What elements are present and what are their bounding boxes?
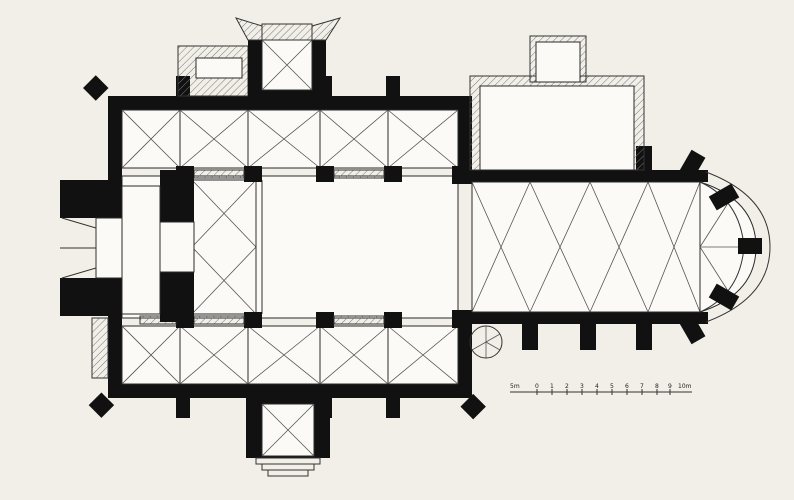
choir-south-wall [458,312,708,324]
north-porch [177,17,342,98]
scale-tick-4: 4 [595,383,599,390]
south-aisle [121,325,459,385]
south-buttresses [88,392,486,420]
west-tower [60,170,195,322]
scale-tick-8: 8 [655,383,659,390]
scale-tick-6: 6 [625,383,629,390]
scale-bar: 5m 0 1 2 3 4 5 6 7 8 9 10m [510,383,692,395]
choir [458,146,771,359]
north-aisle [121,109,459,169]
scale-ticks [536,389,671,395]
scale-tick-0: 0 [535,383,539,390]
nave-east-wall-south [458,318,472,398]
scale-tick-7: 7 [640,383,644,390]
scale-end-label: 10m [678,383,692,390]
scale-tick-2: 2 [565,383,569,390]
scale-tick-5: 5 [610,383,614,390]
scale-tick-3: 3 [580,383,584,390]
nave-north-wall [108,96,470,110]
south-porch [91,317,330,477]
nave-south-wall [108,384,470,398]
scale-tick-1: 1 [550,383,554,390]
sacristy [469,35,645,171]
scale-tick-9: 9 [668,383,672,390]
nave-east-wall-north [458,96,472,176]
nave-west-wall-north [108,96,122,186]
nave-west-wall-south [108,310,122,398]
scale-start-label: 5m [510,383,520,390]
west-gallery [191,179,263,315]
